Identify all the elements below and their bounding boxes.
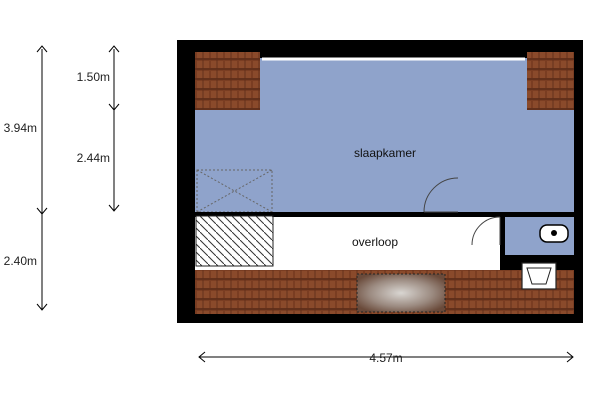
arrow-upper-bottom — [108, 204, 120, 212]
arrow-total-bottom — [36, 303, 48, 311]
dimension-top-height: 1.50m — [77, 70, 110, 84]
utility-wall — [500, 217, 505, 255]
skylight — [357, 274, 445, 312]
washbasin-drain-icon — [551, 230, 557, 236]
bedroom-alcove — [260, 58, 527, 114]
roof-tiles-top-right — [527, 52, 574, 110]
arrow-upper-middle — [108, 103, 120, 111]
stairs — [196, 216, 273, 266]
dimension-bottom-height: 2.40m — [4, 254, 37, 268]
arrow-upper-top — [108, 45, 120, 53]
utility-bottom-wall — [500, 255, 575, 259]
stair-outline — [195, 215, 274, 267]
appliance-icon — [521, 262, 557, 290]
bedroom-wall — [195, 212, 575, 217]
bedroom-door-icon — [423, 177, 459, 213]
landing-label: overloop — [352, 235, 398, 249]
skylight-frame — [356, 273, 446, 313]
dimension-total-height: 3.94m — [4, 121, 37, 135]
dimension-width: 4.57m — [369, 351, 402, 365]
appliance-detail-icon — [526, 267, 552, 285]
bedroom-label: slaapkamer — [354, 146, 416, 160]
arrow-total-middle — [36, 207, 48, 215]
bedroom-area — [195, 110, 574, 214]
stair-void — [196, 169, 273, 213]
arrow-width-left — [198, 351, 206, 363]
arrow-total-top — [36, 45, 48, 53]
arrow-width-right — [566, 351, 574, 363]
roof-tiles-top-left — [195, 52, 260, 110]
utility-door-icon — [471, 216, 501, 246]
dimension-middle-height: 2.44m — [77, 151, 110, 165]
